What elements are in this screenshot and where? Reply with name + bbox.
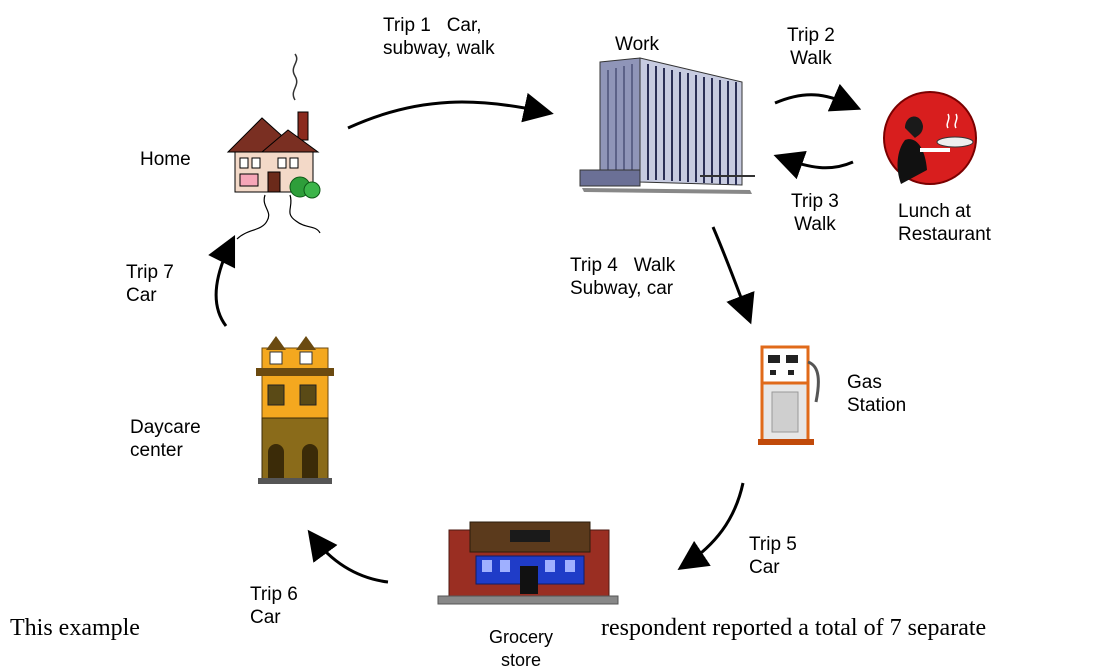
node-label-lunch-line1: Lunch at [898, 201, 971, 222]
trip7-arrow [208, 234, 236, 327]
trip5-label-line1: Trip 5 [749, 534, 797, 555]
grocery-store-icon [437, 521, 619, 605]
trip1-label: Trip 1 Car, subway, walk [383, 14, 495, 60]
node-label-grocery-line1: Grocery [489, 627, 554, 647]
trip3-label-line2: Walk [794, 214, 836, 235]
node-label-gas-line2: Station [847, 395, 907, 416]
node-label-lunch: Lunch at Restaurant [898, 200, 991, 246]
trip2-label: Trip 2 Walk [787, 24, 835, 70]
body-text-left: This example [10, 615, 140, 641]
trip5-label-line2: Car [749, 557, 780, 578]
node-label-daycare: Daycare center [130, 416, 201, 462]
trip1-label-line1: Trip 1 Car, [383, 15, 482, 36]
node-label-grocery-line2: store [500, 650, 542, 670]
trip7-label-line1: Trip 7 [126, 262, 174, 283]
node-label-work: Work [615, 34, 659, 55]
trip3-label-line1: Trip 3 [791, 191, 839, 212]
trip1-arrow [347, 92, 554, 130]
gas-pump-icon [758, 345, 820, 445]
trip4-label-line2: Subway, car [570, 278, 674, 299]
trip2-label-line1: Trip 2 [787, 25, 835, 46]
node-label-home: Home [140, 149, 191, 170]
trip2-label-line2: Walk [790, 48, 832, 69]
daycare-building-icon [256, 336, 334, 484]
trip6-label: Trip 6 Car [250, 583, 298, 629]
node-label-grocery: Grocery store [489, 626, 553, 672]
node-label-gas-station: Gas Station [847, 371, 906, 417]
trip5-arrow [677, 482, 745, 570]
trip4-label: Trip 4 Walk Subway, car [570, 254, 675, 300]
trip1-label-line2: subway, walk [383, 38, 495, 59]
trip6-label-line1: Trip 6 [250, 584, 298, 605]
trip7-label: Trip 7 Car [126, 261, 174, 307]
trip3-label: Trip 3 Walk [791, 190, 839, 236]
trip6-label-line2: Car [250, 607, 281, 628]
node-label-gas-line1: Gas [847, 372, 882, 393]
waiter-icon [883, 91, 977, 185]
node-label-lunch-line2: Restaurant [898, 224, 991, 245]
trip4-arrow [711, 226, 755, 325]
body-text-right: respondent reported a total of 7 separat… [601, 615, 987, 641]
house-icon [226, 53, 321, 240]
trip7-label-line2: Car [126, 285, 157, 306]
trip6-arrow [307, 529, 389, 584]
trip5-label: Trip 5 Car [749, 533, 797, 579]
trip3-arrow [773, 150, 854, 180]
node-label-daycare-line2: center [130, 440, 183, 461]
office-building-icon [579, 57, 755, 194]
node-label-daycare-line1: Daycare [130, 417, 201, 438]
trip2-arrow [774, 83, 862, 112]
trip4-label-line1: Trip 4 Walk [570, 255, 676, 276]
